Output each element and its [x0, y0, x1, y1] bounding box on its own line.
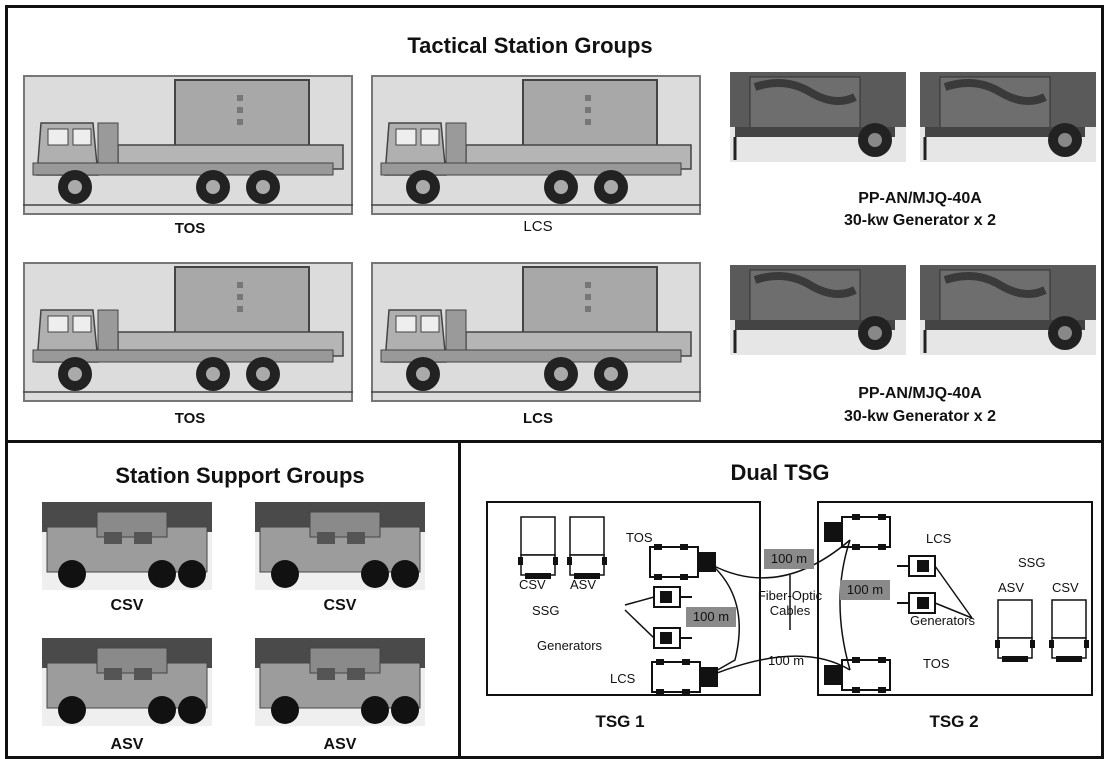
generator-label-1-line2: 30-kw Generator x 2 [843, 212, 997, 229]
csv-label-1: CSV [110, 597, 144, 614]
tos-label-1: TOS [174, 220, 206, 237]
tsg1-label: TSG 1 [595, 712, 645, 731]
dual-tsg-title: Dual TSG [730, 460, 830, 485]
right-csv-label: CSV [1052, 580, 1079, 595]
right-asv-label: ASV [998, 580, 1025, 595]
lcs-label-2: LCS [523, 410, 553, 427]
right-generators-label: Generators [910, 613, 976, 628]
right-tos-label: TOS [923, 656, 950, 671]
csv-label-2: CSV [323, 597, 357, 614]
tos-label-2: TOS [174, 410, 206, 427]
generator-label-2-line1: PP-AN/MJQ-40A [858, 385, 982, 402]
asv-label-2: ASV [323, 736, 357, 753]
fiber-optic-cables-label: Fiber-Optic Cables [757, 588, 823, 618]
bottom-right-panel [458, 440, 1104, 759]
distance-mid-left: 100 m [686, 607, 736, 627]
lcs-label-1: LCS [523, 218, 553, 235]
left-lcs-label: LCS [610, 671, 636, 686]
distance-top: 100 m [764, 549, 814, 569]
asv-label-1: ASV [110, 736, 144, 753]
generator-label-1-line1: PP-AN/MJQ-40A [858, 190, 982, 207]
ssg-title: Station Support Groups [115, 463, 365, 488]
distance-mid-right: 100 m [840, 580, 890, 600]
left-ssg-label: SSG [532, 603, 560, 618]
left-tos-label: TOS [626, 530, 653, 545]
right-ssg-label: SSG [1018, 555, 1046, 570]
left-generators-label: Generators [537, 638, 603, 653]
tsg2-label: TSG 2 [929, 712, 979, 731]
left-asv-label: ASV [570, 577, 597, 592]
distance-bottom: 100 m [768, 653, 805, 668]
generator-label-2-line2: 30-kw Generator x 2 [843, 408, 997, 425]
tsg-title: Tactical Station Groups [407, 33, 653, 58]
right-lcs-label: LCS [926, 531, 952, 546]
left-csv-label: CSV [519, 577, 546, 592]
